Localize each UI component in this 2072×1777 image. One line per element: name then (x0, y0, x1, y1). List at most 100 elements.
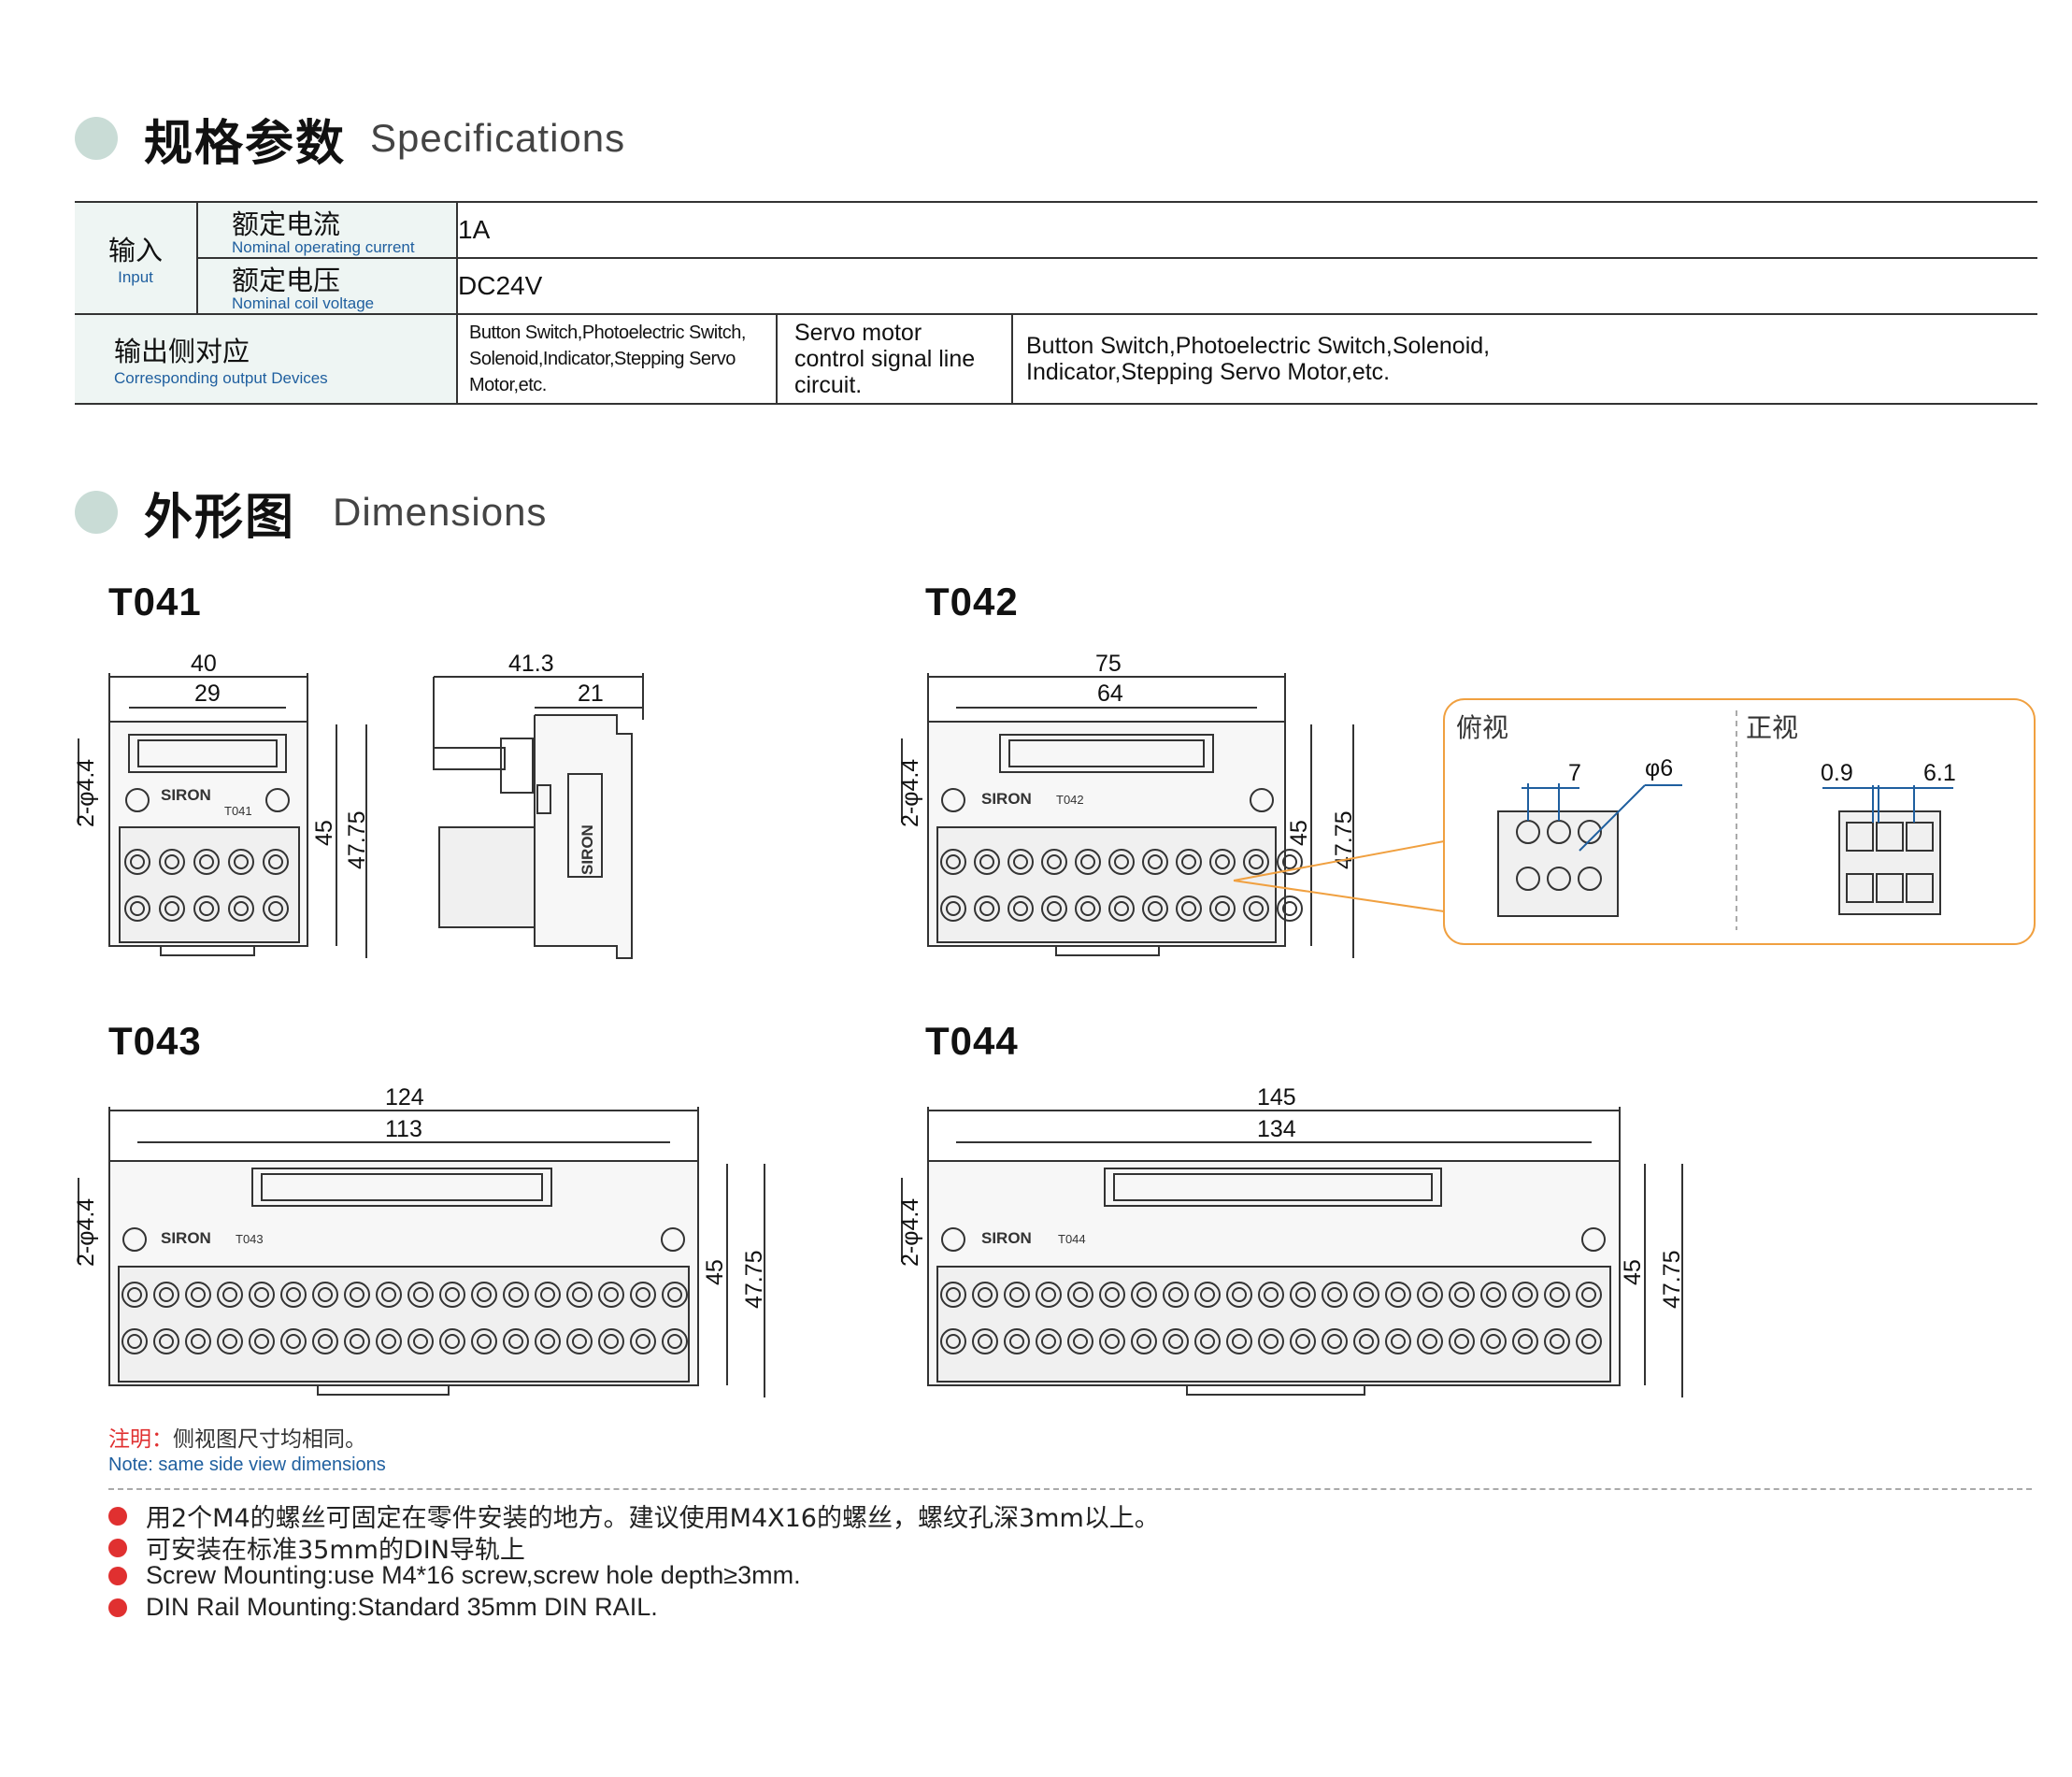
section-bullet-icon (75, 117, 118, 160)
terminal-screw-head (979, 854, 994, 869)
terminal-screw (217, 1282, 243, 1308)
note-divider (108, 1488, 2032, 1490)
terminal-screw (1108, 849, 1135, 875)
terminal-screw (1004, 1328, 1030, 1354)
t044-hole-dim: 2-φ4.4 (897, 1198, 923, 1267)
terminal-screw-head (1148, 854, 1163, 869)
terminal-screw (630, 1328, 656, 1354)
terminal-screw-head (1249, 854, 1264, 869)
terminal-screw-head (268, 854, 283, 869)
t041-terminal-block (124, 849, 289, 922)
t041-label: T041 (224, 804, 252, 818)
terminal-screw (1290, 1328, 1316, 1354)
terminal-screw-head (159, 1287, 174, 1302)
detail-width: 6.1 (1923, 760, 1956, 786)
t041-width-outer: 40 (191, 651, 217, 677)
terminal-screw (1142, 849, 1168, 875)
output-col1-text: Button Switch,Photoelectric Switch, Sole… (469, 322, 746, 395)
terminal-screw (1099, 1282, 1125, 1308)
output-header-cell: 输出侧对应 Corresponding output Devices (75, 313, 458, 405)
terminal-screw (1480, 1282, 1507, 1308)
detail-gap: 0.9 (1821, 760, 1853, 786)
t042-brand: SIRON (981, 790, 1032, 808)
terminal-screw-head (1282, 854, 1297, 869)
terminal-screw (1067, 1328, 1093, 1354)
terminal-screw (1258, 1328, 1284, 1354)
terminal-screw (312, 1282, 338, 1308)
terminal-screw-head (1454, 1334, 1469, 1349)
terminal-screw-head (254, 1334, 269, 1349)
terminal-screw-head (1013, 854, 1028, 869)
terminal-screw (263, 896, 289, 922)
terminal-screw-head (1232, 1334, 1247, 1349)
terminal-screw (566, 1282, 593, 1308)
terminal-screw (228, 849, 254, 875)
terminal-screw (1512, 1328, 1538, 1354)
terminal-screw (1036, 1282, 1062, 1308)
terminal-screw (972, 1282, 998, 1308)
terminal-screw (471, 1328, 497, 1354)
terminal-screw (1290, 1282, 1316, 1308)
terminal-screw-head (381, 1334, 396, 1349)
terminal-screw (535, 1282, 561, 1308)
t042-width-outer: 75 (1095, 651, 1122, 677)
terminal-screw (124, 896, 150, 922)
t042-width-inner: 64 (1097, 681, 1123, 707)
terminal-screw (312, 1328, 338, 1354)
terminal-screw-head (1264, 1334, 1279, 1349)
terminal-screw (940, 1282, 966, 1308)
feature-item: DIN Rail Mounting:Standard 35mm DIN RAIL… (108, 1593, 658, 1622)
terminal-screw-head (318, 1334, 333, 1349)
terminal-screw-head (164, 854, 179, 869)
terminal-screw (1163, 1328, 1189, 1354)
t041-width-inner: 29 (194, 681, 221, 707)
model-title-t044: T044 (925, 1019, 1019, 1063)
terminal-screw-head (199, 854, 214, 869)
specs-title-cn: 规格参数 (144, 115, 347, 172)
terminal-screw-head (477, 1287, 492, 1302)
terminal-screw (1194, 1328, 1221, 1354)
terminal-screw-head (445, 1287, 460, 1302)
feature-text: 可安装在标准35mm的DIN导轨上 (146, 1536, 525, 1565)
terminal-screw-head (222, 1334, 237, 1349)
terminal-screw (159, 896, 185, 922)
terminal-screw (940, 849, 966, 875)
terminal-screw-head (508, 1334, 523, 1349)
terminal-screw (153, 1282, 179, 1308)
feature-text: Screw Mounting:use M4*16 screw,screw hol… (146, 1561, 801, 1589)
terminal-screw-head (234, 854, 249, 869)
terminal-screw-head (1047, 901, 1062, 916)
terminal-screw-head (1295, 1287, 1310, 1302)
terminal-screw-head (1181, 901, 1196, 916)
terminal-screw-head (1009, 1287, 1024, 1302)
terminal-screw (1176, 896, 1202, 922)
terminal-screw-head (572, 1287, 587, 1302)
terminal-screw (263, 849, 289, 875)
terminal-screw (1544, 1328, 1570, 1354)
terminal-screw (566, 1328, 593, 1354)
terminal-screw-head (1136, 1334, 1151, 1349)
terminal-screw-head (127, 1334, 142, 1349)
bullet-icon (108, 1598, 127, 1617)
terminal-screw (249, 1282, 275, 1308)
output-label-en: Corresponding output Devices (114, 369, 328, 387)
terminal-screw (598, 1282, 624, 1308)
terminal-screw-head (381, 1287, 396, 1302)
terminal-screw-head (1181, 854, 1196, 869)
t042-terminal-block (940, 849, 1303, 922)
terminal-screw-head (234, 901, 249, 916)
terminal-screw (228, 896, 254, 922)
model-title-t043: T043 (108, 1019, 202, 1063)
terminal-screw (1576, 1282, 1602, 1308)
terminal-screw (1108, 896, 1135, 922)
terminal-screw-head (540, 1334, 555, 1349)
current-header-cell: 额定电流 Nominal operating current (197, 201, 458, 259)
terminal-screw (598, 1328, 624, 1354)
terminal-screw-head (1041, 1334, 1056, 1349)
terminal-screw-head (413, 1287, 428, 1302)
feature-text: 用2个M4的螺丝可固定在零件安装的地方。建议使用M4X16的螺丝，螺纹孔深3mm… (146, 1504, 1160, 1533)
terminal-screw (1041, 896, 1067, 922)
terminal-screw-head (1080, 854, 1095, 869)
detail-front-view-drawing (1822, 785, 1953, 915)
terminal-screw (1194, 1282, 1221, 1308)
